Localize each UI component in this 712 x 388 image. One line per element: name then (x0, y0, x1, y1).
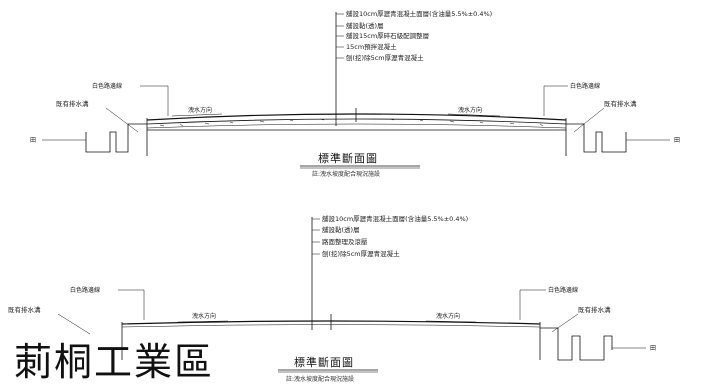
section-2-left-flow: 洩水方向 (192, 312, 216, 320)
section-2-right-marking: 白色路邊線 (548, 286, 578, 294)
section-1: 舖設10cm厚瀝青混凝土面層(含油量5.5%±0.4%) 舖設黏(透)層 舖設1… (30, 9, 680, 178)
section-1-right-drain-shape (566, 123, 627, 153)
section-2-layer-label: 路面整理及滾壓 (322, 237, 368, 246)
section-2-layer-label: 刨(挖)除5cm厚瀝青混凝土 (322, 249, 400, 258)
section-2-left-drain: 既有排水溝 (8, 305, 41, 314)
section-1-road-layer (146, 123, 567, 129)
section-2-note: 註:洩水坡度配合現況施設 (286, 375, 354, 383)
section-1-left-marking: 白色路邊線 (92, 82, 122, 90)
section-1-road-layer (146, 118, 567, 125)
section-1-layer-label: 刨(挖)除5cm厚瀝青混凝土 (346, 53, 424, 62)
section-2-right-drain-leader (551, 313, 579, 333)
section-2-left-marking: 白色路邊線 (70, 286, 100, 294)
section-2-left-drain-leader (57, 313, 91, 335)
section-1-title: 標準斷面圖 (318, 151, 378, 165)
section-2-right-field: 田 (650, 345, 656, 352)
section-1-left-drain-leader (105, 107, 139, 133)
section-1-left-flow-arrow (171, 113, 223, 117)
section-1-right-flow: 洩水方向 (458, 106, 482, 114)
section-1-left-field: 田 (30, 137, 36, 144)
section-2-layer-label: 舖設10cm厚瀝青混凝土面層(含油量5.5%±0.4%) (322, 214, 468, 223)
section-1-aggregate-texture (159, 118, 544, 127)
section-2-right-flow-arrow (425, 320, 477, 323)
area-caption: 莿桐工業區 (14, 340, 215, 384)
section-1-left-drain: 既有排水溝 (56, 99, 89, 108)
section-2-layer-label: 舖設黏(透)層 (322, 225, 360, 234)
section-1-note: 註:洩水坡度配合現況施設 (312, 170, 380, 178)
section-1-layer-label: 舖設15cm厚碎石級配調整層 (346, 31, 429, 40)
section-2-right-marking-leader (519, 289, 546, 320)
section-2-left-marking-leader (118, 289, 145, 320)
section-1-left-marking-leader (140, 85, 169, 116)
section-1-left-flow: 洩水方向 (188, 106, 212, 114)
section-1-right-flow-arrow (447, 113, 501, 117)
section-1-layer-label: 舖設黏(透)層 (346, 21, 384, 30)
section-1-layer-label: 舖設10cm厚瀝青混凝土面層(含油量5.5%±0.4%) (346, 9, 492, 18)
section-1-right-marking: 白色路邊線 (570, 82, 600, 90)
section-2-right-drain-shape (540, 327, 613, 361)
section-2-title: 標準斷面圖 (294, 355, 354, 369)
section-1-layer-label: 15cm預拌混凝土 (346, 42, 397, 51)
section-1-right-drain: 既有排水溝 (604, 99, 637, 108)
section-1-left-drain-shape (85, 123, 147, 153)
section-1-right-marking-leader (543, 85, 568, 116)
section-1-right-field: 田 (674, 137, 680, 144)
section-2-right-flow: 洩水方向 (436, 312, 460, 320)
section-2-right-drain: 既有排水溝 (578, 305, 611, 314)
section-2: 舖設10cm厚瀝青混凝土面層(含油量5.5%±0.4%) 舖設黏(透)層 路面整… (8, 214, 656, 383)
section-2-left-flow-arrow (177, 320, 229, 323)
section-1-right-drain-leader (573, 107, 605, 133)
